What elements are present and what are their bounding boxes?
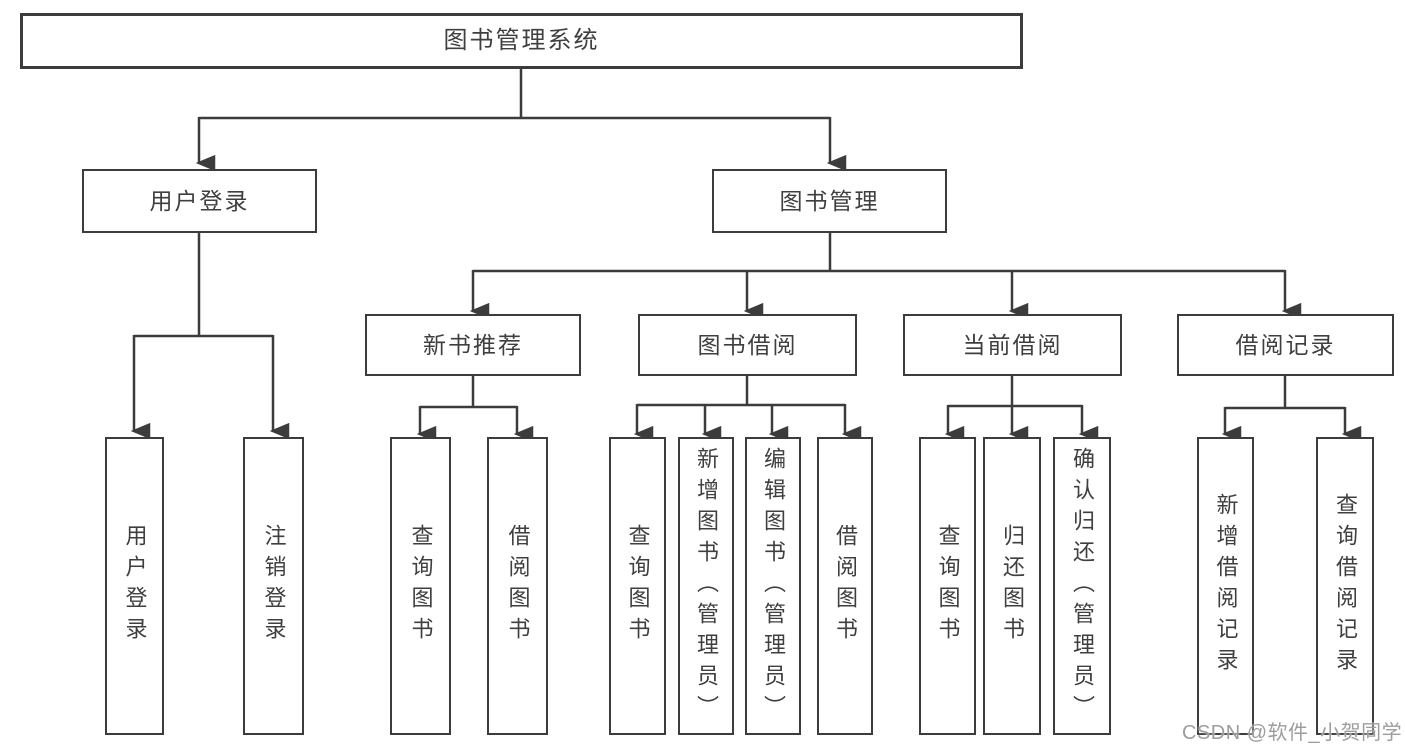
leaf-logout: 注销登录 [243,437,304,735]
node-root-system: 图书管理系统 [20,13,1023,69]
node-borrow-records: 借阅记录 [1177,314,1394,376]
leaf-return-books: 归还图书 [983,437,1041,735]
leaf-recommend-query-books-label: 查询图书 [408,524,434,648]
node-user-login-label: 用户登录 [149,187,250,214]
leaf-recommend-borrow-books-label: 借阅图书 [505,524,531,648]
leaf-query-borrow-record-label: 查询借阅记录 [1333,493,1358,679]
leaf-user-login: 用户登录 [105,437,164,735]
leaf-borrow-books-label: 借阅图书 [833,524,858,648]
leaf-borrow-books: 借阅图书 [817,437,873,735]
node-book-management-label: 图书管理 [779,187,880,214]
node-borrow-records-label: 借阅记录 [1235,331,1336,358]
leaf-add-borrow-record-label: 新增借阅记录 [1213,493,1239,679]
leaf-recommend-query-books: 查询图书 [390,437,451,735]
leaf-query-borrow-record: 查询借阅记录 [1316,437,1374,735]
leaf-recommend-borrow-books: 借阅图书 [487,437,548,735]
node-new-book-recommend-label: 新书推荐 [423,331,523,358]
leaf-confirm-return-admin: 确认归还（管理员） [1053,437,1111,735]
leaf-user-login-label: 用户登录 [122,524,148,648]
leaf-return-books-label: 归还图书 [1000,524,1025,648]
leaf-edit-books-admin: 编辑图书（管理员） [745,437,801,735]
leaf-current-query-books-label: 查询图书 [935,524,961,648]
node-root-label: 图书管理系统 [443,27,600,54]
node-current-borrow: 当前借阅 [903,314,1122,376]
leaf-edit-books-admin-label: 编辑图书（管理员） [761,446,786,726]
leaf-current-query-books: 查询图书 [919,437,976,735]
node-book-borrow-label: 图书借阅 [697,331,798,358]
node-current-borrow-label: 当前借阅 [962,331,1063,358]
leaf-borrow-query-books: 查询图书 [609,437,666,735]
node-book-management: 图书管理 [712,169,947,233]
leaf-add-borrow-record: 新增借阅记录 [1197,437,1254,735]
leaf-add-books-admin-label: 新增图书（管理员） [694,446,719,726]
leaf-add-books-admin: 新增图书（管理员） [678,437,734,735]
leaf-confirm-return-admin-label: 确认归还（管理员） [1070,446,1095,726]
leaf-borrow-query-books-label: 查询图书 [625,524,651,648]
node-book-borrow: 图书借阅 [638,314,857,376]
leaf-logout-label: 注销登录 [261,524,287,648]
csdn-watermark: CSDN @软件_小贺同学 [1182,722,1403,744]
node-new-book-recommend: 新书推荐 [365,314,581,376]
node-user-login: 用户登录 [82,169,317,233]
